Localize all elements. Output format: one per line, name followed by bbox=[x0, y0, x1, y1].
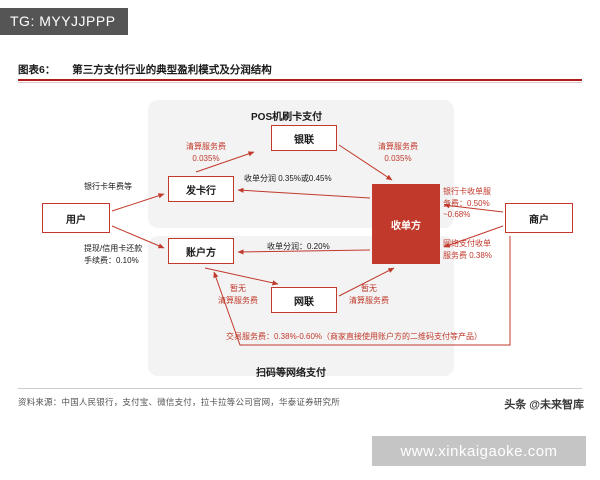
annotation-clearing-fee-left-line2: 0.035% bbox=[192, 153, 220, 163]
figure-label: 图表6： bbox=[18, 64, 56, 76]
annotation-free-clearing-left-line1: 暂无 bbox=[230, 284, 246, 293]
annotation-trade-service-fee-line1: 交易服务费：0.38%-0.60%（商家直接使用账户方的二维码支付等产品） bbox=[226, 332, 483, 341]
site-watermark: www.xinkaigaoke.com bbox=[372, 436, 586, 466]
annotation-bank-card-fee: 银行卡年费等 bbox=[84, 181, 132, 193]
node-merchant[interactable]: 商户 bbox=[505, 203, 573, 233]
annotation-free-clearing-right-line2: 清算服务费 bbox=[349, 295, 389, 305]
annotation-clearing-fee-right-line2: 0.035% bbox=[384, 153, 412, 163]
annotation-network-service-fee: 网络支付收单 服务费 0.38% bbox=[443, 238, 492, 261]
annotation-withdraw-fee-line2: 手续费：0.10% bbox=[84, 255, 139, 265]
annotation-clearing-fee-right-line1: 清算服务费 bbox=[378, 142, 418, 151]
annotation-bank-card-fee-line1: 银行卡年费等 bbox=[84, 182, 132, 191]
telegram-banner-text: TG: MYYJJPPP bbox=[10, 13, 116, 29]
node-user[interactable]: 用户 bbox=[42, 203, 110, 233]
annotation-trade-service-fee: 交易服务费：0.38%-0.60%（商家直接使用账户方的二维码支付等产品） bbox=[226, 331, 482, 343]
telegram-banner: TG: MYYJJPPP bbox=[0, 8, 128, 35]
title-divider-thin bbox=[18, 82, 582, 83]
annotation-acquiring-service-fee-line3: ~0.68% bbox=[443, 210, 471, 220]
annotation-split-pos: 收单分润 0.35%或0.45% bbox=[244, 173, 332, 185]
figure-title-text: 第三方支付行业的典型盈利模式及分润结构 bbox=[72, 64, 272, 76]
source-divider bbox=[18, 388, 582, 389]
annotation-split-pos-line1: 收单分润 0.35%或0.45% bbox=[244, 174, 332, 183]
source-note: 资料来源：中国人民银行，支付宝、微信支付，拉卡拉等公司官网，华泰证券研究所 bbox=[18, 397, 340, 407]
headline-watermark: 头条 @未来智库 bbox=[504, 399, 584, 411]
annotation-withdraw-fee: 提现/信用卡还款 手续费：0.10% bbox=[84, 243, 142, 266]
annotation-free-clearing-right-line1: 暂无 bbox=[361, 284, 377, 293]
node-netsunion[interactable]: 网联 bbox=[271, 287, 337, 313]
panel-net-label: 扫码等网络支付 bbox=[256, 368, 326, 379]
node-issuer[interactable]: 发卡行 bbox=[168, 176, 234, 202]
figure-title: 图表6： 第三方支付行业的典型盈利模式及分润结构 bbox=[18, 62, 582, 77]
annotation-network-service-fee-line2: 服务费 0.38% bbox=[443, 250, 492, 260]
annotation-free-clearing-left: 暂无 清算服务费 bbox=[218, 283, 258, 306]
annotation-withdraw-fee-line1: 提现/信用卡还款 bbox=[84, 244, 143, 253]
annotation-acquiring-service-fee-line1: 银行卡收单服 bbox=[443, 187, 491, 196]
panel-pos-label: POS机刷卡支付 bbox=[251, 112, 323, 123]
title-divider bbox=[18, 79, 582, 81]
annotation-clearing-fee-left: 清算服务费 0.035% bbox=[186, 141, 226, 164]
annotation-acquiring-service-fee: 银行卡收单服 务费：0.50% ~0.68% bbox=[443, 186, 491, 221]
annotation-split-net-line1: 收单分润：0.20% bbox=[267, 242, 330, 251]
node-account[interactable]: 账户方 bbox=[168, 238, 234, 264]
annotation-acquiring-service-fee-line2: 务费：0.50% bbox=[443, 198, 490, 208]
annotation-clearing-fee-right: 清算服务费 0.035% bbox=[378, 141, 418, 164]
node-acquirer[interactable]: 收单方 bbox=[372, 184, 440, 264]
node-unionpay[interactable]: 银联 bbox=[271, 125, 337, 151]
annotation-clearing-fee-left-line1: 清算服务费 bbox=[186, 142, 226, 151]
annotation-free-clearing-left-line2: 清算服务费 bbox=[218, 295, 258, 305]
annotation-network-service-fee-line1: 网络支付收单 bbox=[443, 239, 491, 248]
annotation-split-net: 收单分润：0.20% bbox=[267, 241, 330, 253]
annotation-free-clearing-right: 暂无 清算服务费 bbox=[349, 283, 389, 306]
